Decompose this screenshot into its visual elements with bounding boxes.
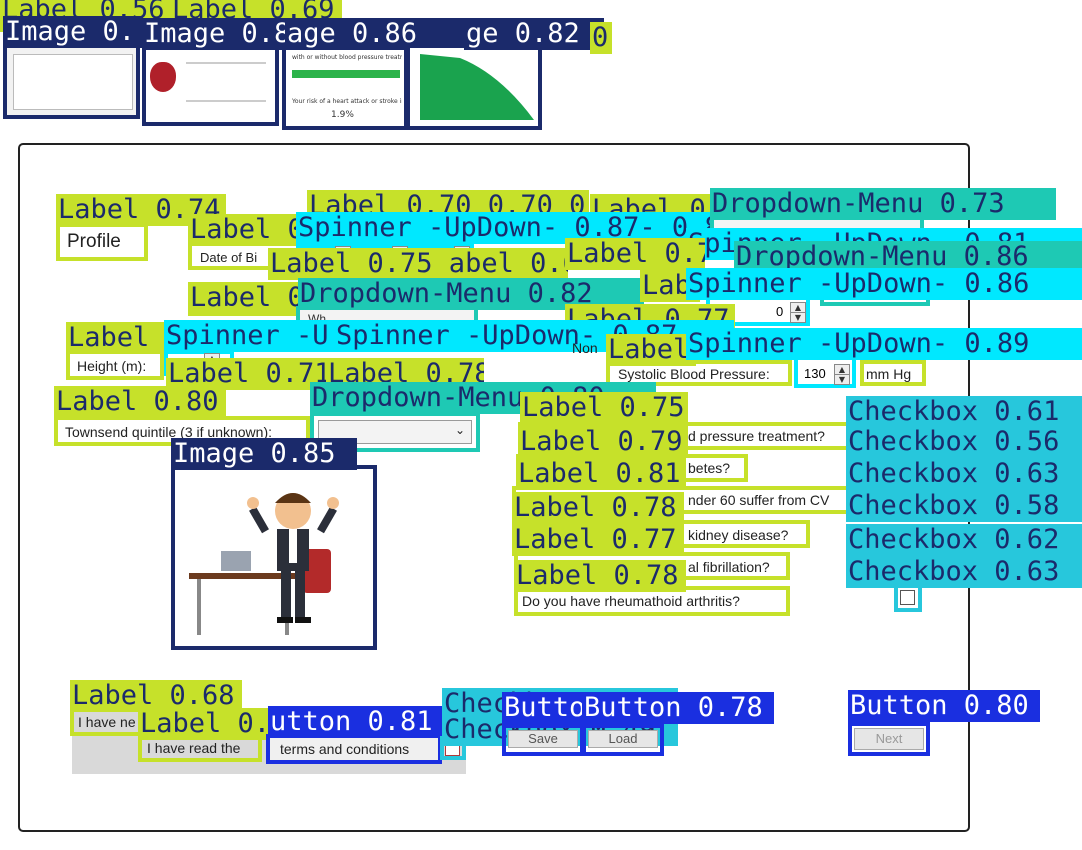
profile-title: Profile: [67, 231, 121, 252]
det-tag: utton 0.81: [268, 706, 458, 738]
det-tag: Label 0.68: [70, 680, 242, 712]
non-label: Non: [572, 340, 598, 356]
zero-value: 0: [776, 304, 784, 319]
det-tag: Label 0.79: [518, 426, 688, 458]
q-ra-label: Do you have rheumathoid arthritis?: [522, 593, 740, 609]
thumb-progress-fill: [292, 70, 400, 78]
det-tag: ge 0.82: [464, 18, 604, 50]
det-tag: Dropdown-Menu 0.86: [734, 241, 1082, 273]
det-tag: Label 0.75: [520, 392, 688, 424]
thumb-risk: 1.9%: [331, 110, 354, 120]
q-bp-label: d pressure treatment?: [688, 428, 825, 444]
spinner-down-arrow[interactable]: ▼: [834, 374, 850, 385]
det-tag: age 0.86: [285, 18, 465, 50]
det-tag: Checkbox 0.56: [846, 426, 1082, 458]
thumb-text: with or without blood pressure treatment: [292, 54, 402, 61]
det-tag: Image 0.: [3, 16, 143, 48]
det-tag: Label 0.81: [606, 334, 696, 366]
det-tag: Label: [66, 322, 166, 354]
townsend-label: Townsend quintile (3 if unknown):: [65, 424, 273, 440]
det-tag: Checkbox 0.62: [846, 524, 1082, 556]
det-tag: Label 0.80: [54, 386, 226, 418]
thumb-area-chart: [420, 54, 534, 120]
det-tag: Butto: [502, 692, 588, 724]
ra-checkbox[interactable]: [900, 590, 915, 605]
det-next: [848, 722, 930, 756]
det-unit: [860, 360, 926, 386]
q-afib-label: al fibrillation?: [688, 559, 770, 575]
illustration-image: [171, 465, 377, 650]
save-button[interactable]: Save: [508, 730, 578, 748]
person-at-desk-icon: [189, 493, 339, 635]
systolic-unit: mm Hg: [866, 366, 912, 382]
det-tag: Spinner -UpDown- 0.86: [686, 268, 1082, 300]
det-tag: Checkbox 0.58: [846, 490, 1082, 522]
det-q-ra: [514, 586, 790, 616]
dob-label: Date of Bi: [200, 250, 258, 265]
q-diabetes-label: betes?: [688, 460, 731, 476]
det-tag: Image 0.85: [171, 438, 357, 470]
thumbnail-image-2[interactable]: [142, 44, 279, 126]
systolic-label: Systolic Blood Pressure:: [618, 366, 770, 382]
det-tag: Label 0.81: [516, 458, 686, 490]
height-label: Height (m):: [77, 358, 147, 374]
det-tag: Label 0: [188, 282, 298, 314]
det-tag: Label 0.75 abel 0.6: [268, 248, 568, 280]
spinner-down-arrow[interactable]: ▼: [790, 312, 806, 323]
det-tag: Dropdown-Menu 0.73: [710, 188, 1056, 220]
systolic-spinner[interactable]: 130 ▲ ▼: [794, 356, 856, 388]
thumbnail-image-1[interactable]: [3, 42, 140, 119]
det-tag: Checkbox 0.61: [846, 396, 1082, 428]
det-load: [582, 724, 664, 756]
det-tag: Label 0: [188, 214, 300, 246]
thumb-text: Your risk of a heart attack or stroke in…: [292, 98, 402, 105]
terms-prefix-1: I have ne: [78, 714, 136, 730]
det-tag: Checkbox 0.63: [846, 458, 1082, 490]
det-tag: 0: [590, 22, 612, 54]
det-tag: Spinner -U: [164, 320, 338, 352]
thumbnail-image-4[interactable]: [406, 44, 542, 130]
det-tag: Dropdown-Menu 0.82: [298, 278, 644, 310]
det-tag: Button 0.78: [582, 692, 774, 724]
det-tag: Checkbox 0.63: [846, 556, 1082, 588]
det-tag: Label 0.77: [512, 524, 684, 556]
det-tag: Label 0.71: [166, 358, 326, 390]
chevron-down-icon: ⌄: [454, 423, 465, 437]
det-tag: Image 0.86: [142, 18, 292, 50]
load-button[interactable]: Load: [588, 730, 658, 748]
det-tag: Label 0.78: [512, 492, 684, 524]
terms-button-label: terms and conditions: [280, 741, 410, 757]
heart-icon: [150, 62, 176, 92]
terms-link-button[interactable]: terms and conditions: [266, 734, 442, 764]
systolic-value: 130: [804, 366, 826, 381]
q-cvd-label: nder 60 suffer from CV: [688, 492, 830, 508]
thumbnail-image-3[interactable]: with or without blood pressure treatment…: [282, 44, 408, 130]
q-kidney-label: kidney disease?: [688, 527, 789, 543]
det-tag: Label 0.7: [565, 238, 705, 270]
det-tag: Spinner -UpDown- 0.89: [686, 328, 1082, 360]
thumb-progress: [292, 70, 400, 78]
thumb-form-mock: [13, 54, 133, 110]
det-systolic: [606, 360, 792, 386]
thumb-lines: [186, 62, 266, 102]
terms-prefix-2: I have read the: [147, 740, 241, 756]
next-button[interactable]: Next: [854, 728, 924, 750]
det-checkbox: [894, 584, 922, 612]
det-tag: Button 0.80: [848, 690, 1040, 722]
